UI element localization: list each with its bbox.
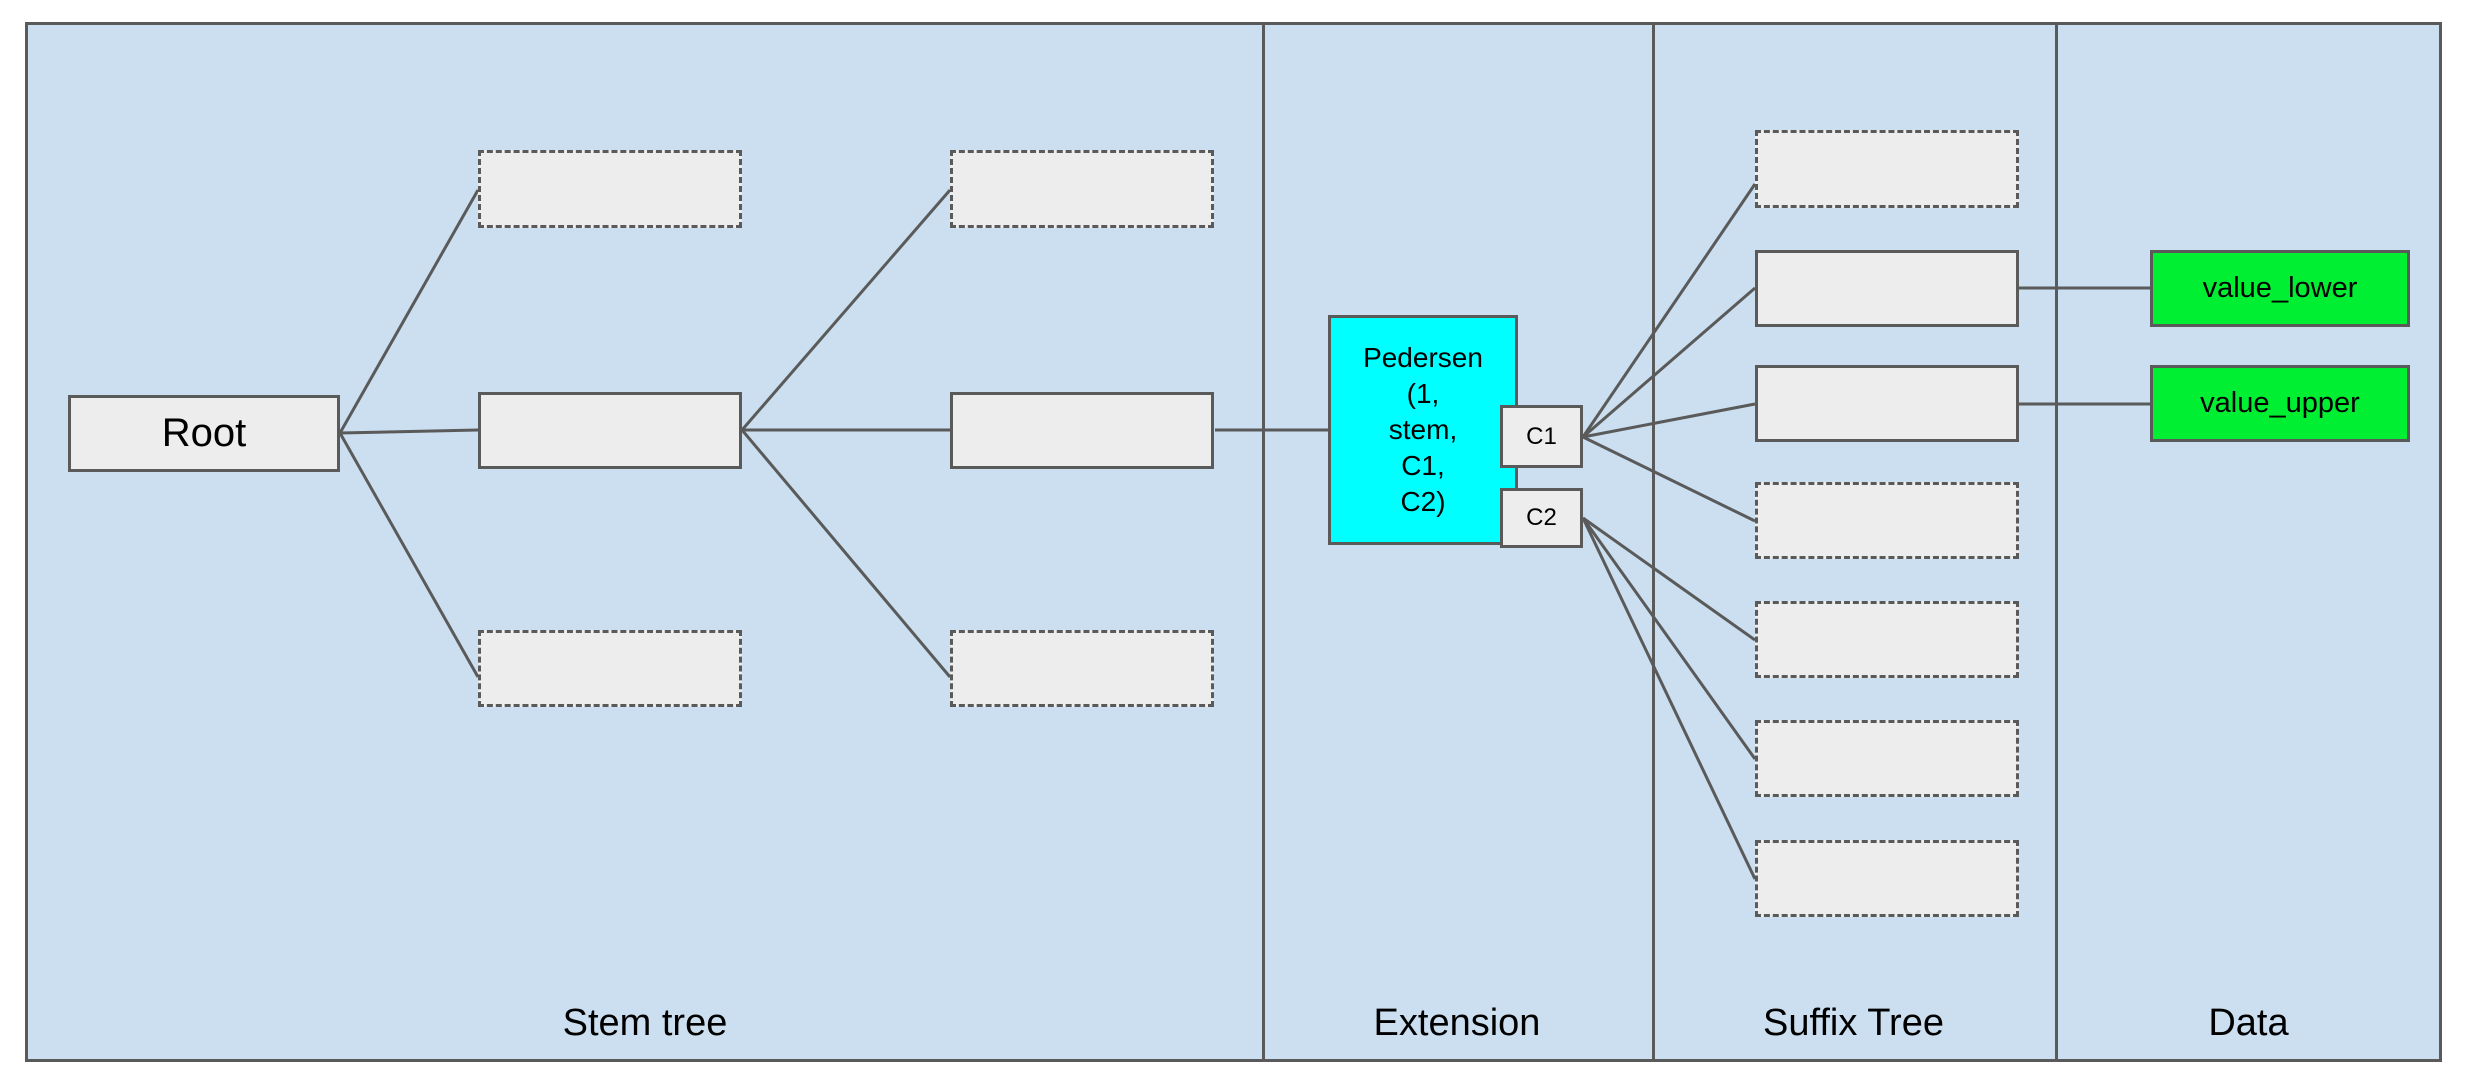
extension-node-pedersen[interactable]: Pedersen (1, stem, C1, C2) (1328, 315, 1518, 545)
suffix-node-4[interactable] (1755, 601, 2019, 678)
lane-label-suffix-tree: Suffix Tree (1763, 1002, 1944, 1044)
extension-node-c1[interactable]: C1 (1500, 405, 1583, 468)
pedersen-line-3: C1, (1401, 449, 1445, 481)
data-node-value-upper[interactable]: value_upper (2150, 365, 2410, 442)
pedersen-line-2: stem, (1388, 414, 1458, 446)
suffix-node-2[interactable] (1755, 365, 2019, 442)
suffix-node-6[interactable] (1755, 840, 2019, 917)
stem-node-l1-2[interactable] (478, 630, 742, 707)
suffix-node-5[interactable] (1755, 720, 2019, 797)
lane-divider-suffix-tree (1652, 25, 1655, 1059)
extension-node-c2-label: C2 (1526, 504, 1557, 531)
stem-node-l2-0[interactable] (950, 150, 1214, 228)
lane-divider-data (2055, 25, 2058, 1059)
lane-divider-extension (1262, 25, 1265, 1059)
lane-label-stem-tree: Stem tree (562, 1002, 728, 1044)
stem-node-l1-1[interactable] (478, 392, 742, 469)
suffix-node-0[interactable] (1755, 130, 2019, 208)
pedersen-line-4: C2) (1400, 485, 1446, 517)
data-node-value-upper-label: value_upper (2200, 387, 2360, 419)
stem-node-l1-0[interactable] (478, 150, 742, 228)
pedersen-line-0: Pedersen (1363, 342, 1483, 374)
stem-node-root[interactable]: Root (68, 395, 340, 472)
pedersen-line-1: (1, (1406, 378, 1440, 410)
suffix-node-3[interactable] (1755, 482, 2019, 559)
stem-node-l2-1[interactable] (950, 392, 1214, 469)
extension-node-c2[interactable]: C2 (1500, 488, 1583, 548)
extension-node-c1-label: C1 (1526, 422, 1557, 450)
diagram-frame (25, 22, 2442, 1062)
data-node-value-lower-label: value_lower (2202, 272, 2358, 304)
lane-label-extension: Extension (1373, 1002, 1541, 1044)
lane-label-data: Data (2208, 1002, 2289, 1044)
suffix-node-1[interactable] (1755, 250, 2019, 327)
stem-node-root-label: Root (161, 411, 247, 455)
data-node-value-lower[interactable]: value_lower (2150, 250, 2410, 327)
stem-node-l2-2[interactable] (950, 630, 1214, 707)
